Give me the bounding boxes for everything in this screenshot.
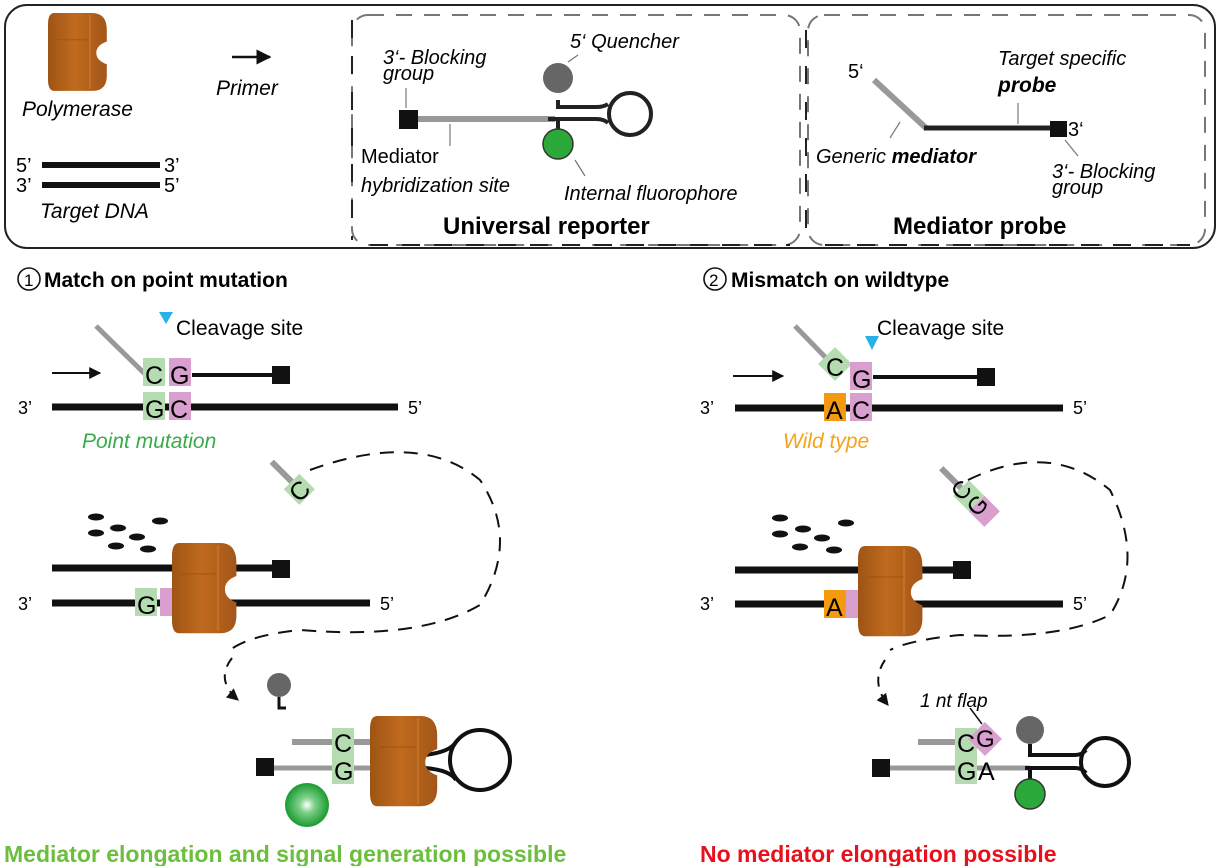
panel-2-number: 2 — [709, 271, 718, 290]
cleavage-marker-icon — [159, 312, 173, 324]
probe-three-prime: 3‘ — [1068, 119, 1084, 141]
target-dna-icon — [42, 162, 160, 188]
panel-1-conclusion: Mediator elongation and signal generatio… — [4, 841, 566, 866]
target-base: C — [852, 397, 870, 425]
cleaved-mediator: C — [269, 459, 316, 508]
panel-1-cleavage-label: Cleavage site — [176, 317, 303, 340]
flap-base: G — [976, 726, 995, 753]
quencher-icon — [1016, 716, 1044, 744]
bottom-base: G — [334, 758, 353, 786]
mediator-probe-frame — [807, 14, 1206, 246]
panel-2-title: Mismatch on wildtype — [731, 269, 949, 292]
mediator-probe-title: Mediator probe — [893, 213, 1066, 240]
probe-blocking-label-1: 3‘- Blocking — [1052, 161, 1155, 183]
strand-3-prime: 3’ — [700, 398, 714, 418]
strand-5-prime: 5’ — [1073, 594, 1087, 614]
target-specific-label: Target specific — [998, 48, 1126, 70]
mediator-site-label-2: hybridization site — [361, 175, 510, 197]
strand-5-prime: 5’ — [380, 594, 394, 614]
cleavage-marker-icon — [865, 336, 879, 350]
panel-1-number: 1 — [24, 271, 33, 290]
panel-1-title: Match on point mutation — [44, 269, 288, 292]
strand-5-prime: 5’ — [408, 398, 422, 418]
bottom-base: C — [957, 730, 975, 758]
universal-reporter-title: Universal reporter — [443, 213, 650, 240]
polymerase-icon — [170, 541, 238, 635]
panel-2-cleavage-label: Cleavage site — [877, 317, 1004, 340]
wild-type-label: Wild type — [783, 430, 869, 453]
universal-reporter-icon — [399, 54, 653, 177]
mediator-site-label-1: Mediator — [361, 146, 439, 168]
target-base: A — [826, 397, 843, 425]
fluorescence-signal-icon — [285, 783, 329, 827]
probe-five-prime: 5‘ — [848, 61, 864, 83]
target-base: C — [170, 396, 188, 424]
legend-frame — [4, 4, 1216, 249]
primer-label: Primer — [216, 77, 279, 100]
probe-base: C — [145, 362, 163, 390]
quencher-label: 5‘ Quencher — [570, 31, 680, 53]
polymerase-icon — [46, 11, 108, 92]
probe-blocking-label-2: group — [1052, 177, 1103, 199]
reporter-blocking-label-2: group — [383, 63, 434, 85]
strand-5-prime: 5’ — [1073, 398, 1087, 418]
cleaved-mediator: C G — [939, 466, 1000, 527]
target-base: G — [145, 396, 164, 424]
polymerase-label: Polymerase — [22, 98, 133, 121]
target-base: A — [826, 594, 843, 622]
target-dna-label: Target DNA — [40, 200, 149, 223]
quencher-icon — [267, 673, 291, 697]
target-dna-top-left: 5’ — [16, 155, 32, 177]
fluorophore-icon — [542, 128, 574, 160]
bottom-base: G — [957, 758, 976, 786]
fluorophore-icon — [1014, 778, 1046, 810]
panel-match: 1 Match on point mutation Cleavage site … — [4, 267, 566, 866]
target-base: G — [137, 592, 156, 620]
bottom-base: C — [334, 730, 352, 758]
quencher-icon — [543, 63, 573, 93]
target-dna-top-right: 3’ — [164, 155, 180, 177]
probe-base: G — [170, 362, 189, 390]
target-dna-bottom-left: 3’ — [16, 175, 32, 197]
fluorophore-label: Internal fluorophore — [564, 183, 737, 205]
panel-mismatch: 2 Mismatch on wildtype C Cleavage site G… — [700, 267, 1131, 866]
probe-label: probe — [997, 74, 1057, 97]
bottom-base: A — [978, 758, 995, 786]
strand-3-prime: 3’ — [700, 594, 714, 614]
target-dna-bottom-right: 5’ — [164, 175, 180, 197]
strand-3-prime: 3’ — [18, 398, 32, 418]
panel-2-conclusion: No mediator elongation possible — [700, 841, 1057, 866]
generic-mediator-label: Generic mediator — [816, 146, 977, 168]
polymerase-icon — [856, 544, 924, 638]
point-mutation-label: Point mutation — [82, 430, 216, 453]
recycle-path — [229, 451, 501, 651]
polymerase-icon — [368, 714, 439, 808]
flap-label: 1 nt flap — [920, 691, 988, 712]
mediator-probe-icon — [871, 77, 1079, 157]
probe-base: C — [826, 354, 844, 382]
probe-base: G — [852, 366, 871, 394]
recycle-path — [889, 461, 1129, 651]
strand-3-prime: 3’ — [18, 594, 32, 614]
reporter-blocking-label-1: 3‘- Blocking — [383, 47, 486, 69]
